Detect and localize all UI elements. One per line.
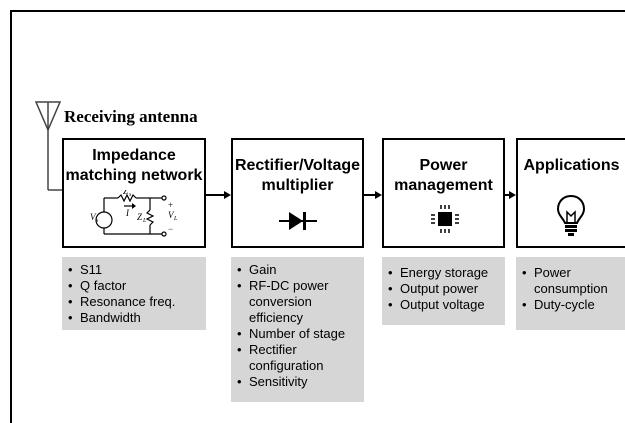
antenna-icon — [34, 101, 62, 191]
list-item: Bandwidth — [68, 310, 200, 326]
circuit-label: V — [168, 210, 175, 220]
circuit-label: Z — [123, 190, 129, 196]
applications-box: Applications — [516, 138, 625, 248]
light-bulb-icon — [556, 194, 586, 236]
list-item: Rectifier configuration — [237, 342, 358, 374]
list-item: Resonance freq. — [68, 294, 200, 310]
circuit-label: L — [142, 218, 147, 224]
frame-top-border — [10, 10, 625, 12]
list-item: Power consumption — [522, 265, 619, 297]
stage-title-line: Power — [419, 157, 468, 174]
arrow-3 — [505, 191, 516, 199]
power-management-metrics-panel: Energy storage Output power Output volta… — [382, 257, 505, 325]
circuit-label: s — [96, 218, 99, 224]
arrow-2 — [364, 191, 382, 199]
stage-title-line: Rectifier/Voltage — [234, 157, 361, 174]
power-management-box: Power management — [382, 138, 505, 248]
diode-icon — [279, 212, 317, 230]
frame-left-border — [10, 10, 12, 423]
circuit-label: Z — [137, 212, 143, 222]
list-item: Gain — [237, 262, 358, 278]
stage-title-line: multiplier — [261, 177, 334, 194]
stage-title-line: management — [394, 177, 493, 194]
circuit-label: − — [168, 224, 173, 234]
circuit-label: + — [168, 200, 173, 210]
lc-matching-circuit-icon: Z s I V s Z L V L + − — [90, 190, 178, 237]
stage-title-line: matching network — [65, 167, 203, 184]
circuit-label: V — [90, 212, 97, 222]
list-item: RF-DC power conversion efficiency — [237, 278, 358, 326]
impedance-matching-box: Impedance matching network Z s I V s — [62, 138, 206, 248]
circuit-label: L — [173, 216, 178, 222]
list-item: Output power — [388, 281, 499, 297]
circuit-label: s — [129, 192, 132, 198]
stage-title-line: Impedance — [92, 147, 176, 164]
list-item: Output voltage — [388, 297, 499, 313]
list-item: Sensitivity — [237, 374, 358, 390]
list-item: Q factor — [68, 278, 200, 294]
list-item: S11 — [68, 262, 200, 278]
rectifier-metrics-panel: Gain RF-DC power conversion efficiency N… — [231, 257, 364, 402]
antenna-label: Receiving antenna — [64, 107, 198, 126]
list-item: Number of stage — [237, 326, 358, 342]
chip-icon — [431, 205, 459, 233]
arrow-1 — [206, 191, 231, 199]
circuit-label: I — [125, 208, 130, 218]
list-item: Energy storage — [388, 265, 499, 281]
stage-title-line: Applications — [523, 157, 620, 174]
rectifier-box: Rectifier/Voltage multiplier — [231, 138, 364, 248]
applications-metrics-panel: Power consumption Duty-cycle — [516, 257, 625, 330]
list-item: Duty-cycle — [522, 297, 619, 313]
impedance-metrics-panel: S11 Q factor Resonance freq. Bandwidth — [62, 257, 206, 330]
